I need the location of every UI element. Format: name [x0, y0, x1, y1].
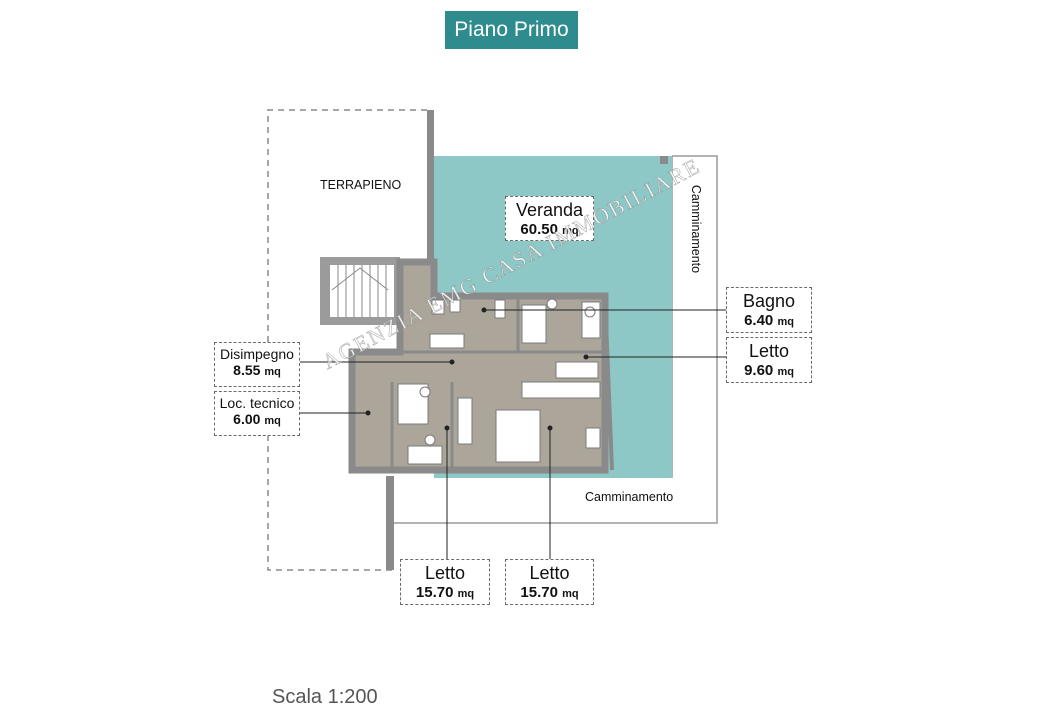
- letto-right-label: Letto 9.60 mq: [726, 337, 812, 383]
- letto-right-area: 9.60: [744, 362, 774, 379]
- camminamento-side-label: Camminamento: [689, 184, 704, 274]
- bagno-area: 6.40: [744, 312, 774, 329]
- letto-bottom-left-name: Letto: [424, 563, 466, 583]
- terrapieno-outline: [267, 109, 427, 571]
- camminamento-side-outline: [394, 155, 718, 524]
- letto-bottom-left-area: 15.70: [415, 584, 454, 601]
- stair-steps: [331, 265, 389, 317]
- loc-tecnico-unit: mq: [264, 415, 281, 427]
- wall-bottom-stub: [386, 476, 394, 570]
- internal-walls: [390, 296, 605, 470]
- right-wall: [603, 295, 614, 471]
- camminamento-bottom-label: Camminamento: [585, 490, 674, 504]
- scale-label: Scala 1:200: [272, 686, 378, 708]
- veranda-unit: mq: [562, 225, 579, 237]
- bagno-label: Bagno 6.40 mq: [726, 287, 812, 333]
- letto-bottom-right-name: Letto: [529, 563, 570, 583]
- veranda-area: 60.50: [520, 221, 558, 238]
- disimpegno-label: Disimpegno 8.55 mq: [214, 342, 300, 387]
- disimpegno-unit: mq: [264, 366, 281, 378]
- letto-right-name: Letto: [748, 341, 790, 361]
- bagno-unit: mq: [777, 316, 794, 328]
- wall-left-terrapieno: [427, 110, 434, 280]
- furniture: [397, 298, 601, 465]
- loc-tecnico-label: Loc. tecnico 6.00 mq: [214, 391, 300, 436]
- disimpegno-area: 8.55: [233, 362, 261, 378]
- letto-bottom-right-label: Letto 15.70 mq: [505, 559, 594, 605]
- leader-lines: [300, 307, 726, 559]
- letto-bottom-left-label: Letto 15.70 mq: [400, 559, 490, 605]
- bagno-name: Bagno: [742, 291, 796, 311]
- letto-right-unit: mq: [777, 366, 794, 378]
- veranda-corner-post: [660, 156, 668, 164]
- page-title: Piano Primo: [445, 11, 578, 49]
- veranda-name: Veranda: [515, 200, 584, 220]
- letto-bottom-right-area: 15.70: [520, 584, 558, 601]
- loc-tecnico-area: 6.00: [233, 411, 261, 427]
- loc-tecnico-name: Loc. tecnico: [219, 395, 295, 411]
- letto-bottom-left-unit: mq: [457, 588, 475, 600]
- disimpegno-name: Disimpegno: [220, 346, 294, 362]
- veranda-label: Veranda 60.50 mq: [505, 196, 594, 241]
- letto-bottom-right-unit: mq: [562, 588, 579, 600]
- terrapieno-label: TERRAPIENO: [320, 178, 402, 192]
